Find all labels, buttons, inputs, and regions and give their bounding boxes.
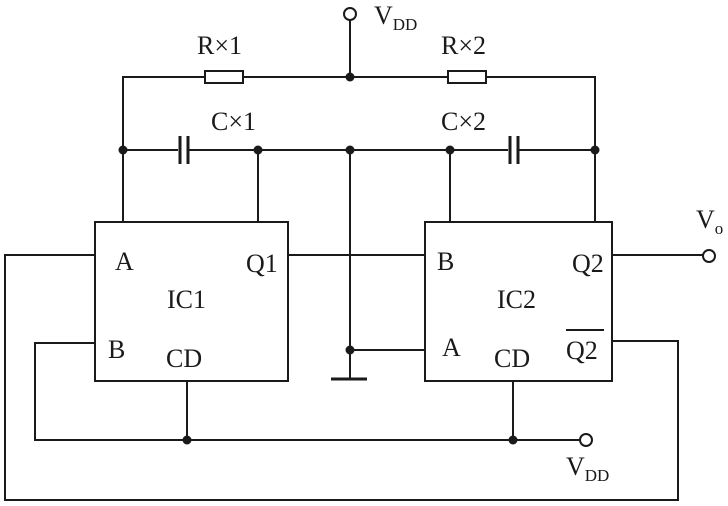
- capacitor-cx1: [178, 136, 190, 164]
- resistor-rx1: [204, 70, 244, 84]
- ic1-pin-a-label: A: [115, 247, 134, 276]
- wires: [4, 19, 707, 501]
- ic2-pin-b-label: B: [437, 247, 454, 276]
- junction-dot: [590, 145, 600, 155]
- ic1-name-label: IC1: [167, 285, 206, 314]
- label-rx1: R×1: [197, 31, 242, 60]
- junction-dots: [118, 72, 600, 445]
- ic1-box: [94, 221, 289, 382]
- ic1-pin-q-label: Q1: [246, 249, 278, 278]
- ic2-pin-q-label: Q2: [572, 249, 604, 278]
- resistor-rx2: [447, 70, 487, 84]
- terminal-vdd-top: [343, 7, 357, 21]
- wire-ic1-b-loop: [34, 342, 96, 441]
- ic1-pin-b-label: B: [108, 335, 125, 364]
- label-rx2: R×2: [441, 31, 486, 60]
- label-vo: Vo: [696, 205, 723, 238]
- ic2-pin-qbar-label: Q2: [566, 336, 598, 365]
- label-vdd-top: VDD: [374, 1, 417, 34]
- junction-dot: [253, 145, 263, 155]
- ic2-pin-a-label: A: [442, 333, 461, 362]
- ic2-name-label: IC2: [497, 285, 536, 314]
- label-cx1: C×1: [211, 107, 256, 136]
- junction-dot: [508, 435, 518, 445]
- ic2-pin-cd-label: CD: [494, 344, 530, 373]
- terminal-vo: [702, 249, 716, 263]
- junction-dot: [345, 72, 355, 82]
- ic2-box: [424, 221, 613, 382]
- junction-dot: [182, 435, 192, 445]
- capacitor-cx2: [508, 136, 520, 164]
- junction-dot: [345, 145, 355, 155]
- terminal-vdd-bottom: [579, 433, 593, 447]
- junction-dot: [118, 145, 128, 155]
- junction-dot: [345, 345, 355, 355]
- label-vdd-bottom: VDD: [566, 452, 609, 485]
- label-cx2: C×2: [441, 107, 486, 136]
- junction-dot: [445, 145, 455, 155]
- wire-q2bar-to-ic1-a: [4, 254, 679, 501]
- ic1-pin-cd-label: CD: [166, 344, 202, 373]
